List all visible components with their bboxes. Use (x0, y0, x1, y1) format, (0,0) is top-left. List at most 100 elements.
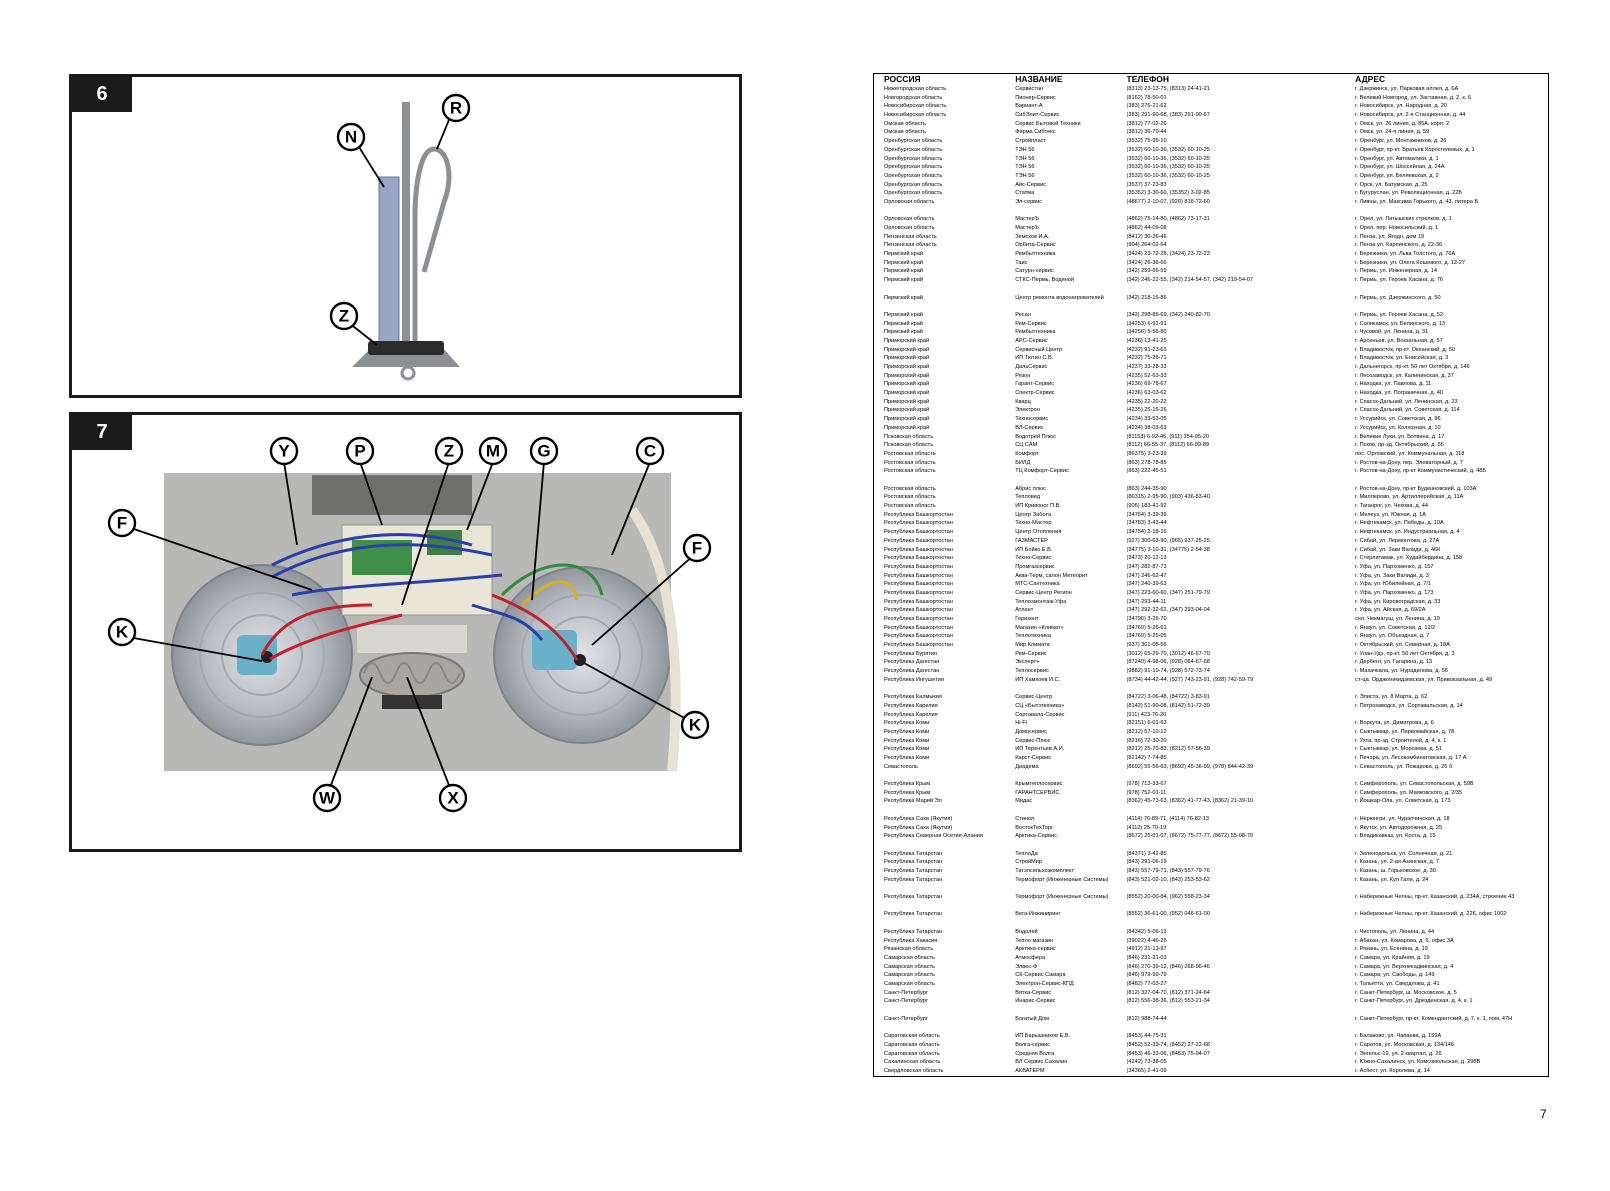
phone-cell: (3424) 23-72-28, (3424) 23-72-23 (1126, 251, 1210, 258)
callout-N: N (336, 122, 366, 152)
phone-cell: (8692) 55-56-63, (8692) 45-36-99, (978) … (1126, 763, 1254, 770)
region-cell: Приморский край (884, 416, 930, 423)
name-cell: Орбита-Сервис (1015, 242, 1056, 249)
region-cell: Оренбургская область (884, 138, 943, 145)
name-cell: Атмосфера (1015, 954, 1046, 961)
region-cell: Пермский край (884, 251, 923, 258)
svg-text:W: W (319, 789, 336, 808)
address-cell: г. Чистополь, ул. Ленина, д. 44 (1355, 928, 1435, 935)
phone-cell: (3473) 20-12-13 (1126, 555, 1167, 562)
water-heater-wiring-photo: Y P Z M G C F F K K W X (107, 436, 712, 813)
phone-cell: (937) 361-05-56 (1126, 642, 1167, 649)
region-cell: Оренбургская область (884, 155, 943, 162)
address-cell: г. Уфа, ул. Пархоменко, д. 173 (1355, 589, 1434, 596)
phone-cell: (3532) 60-10-36, (3532) 60-10-25 (1126, 155, 1210, 162)
svg-text:F: F (117, 514, 127, 533)
table-row: Свердловская областьЦентр Мастер(34363) … (884, 1076, 1544, 1077)
figure-number: 6 (72, 77, 132, 112)
region-cell: Омская область (884, 120, 926, 127)
name-cell: Спектр-Сервис (1015, 390, 1055, 397)
region-cell: Оренбургская область (884, 190, 943, 197)
region-cell: Ростовская область (884, 485, 936, 492)
power-cable (627, 507, 681, 772)
callout-P: P (345, 436, 375, 466)
region-cell: Республика Северная Осетия-Алания (884, 833, 983, 840)
region-cell: Республика Саха (Якутия) (884, 824, 953, 831)
figure-6: 6 N R Z (69, 74, 742, 398)
address-cell: г. Омск, ул. 24-я линия, д. 59 (1355, 129, 1430, 136)
name-cell: ТЭН 56 (1015, 164, 1035, 171)
name-cell: СТКС-Пермь, Водяной (1015, 277, 1075, 284)
name-cell: АРС-Сервис (1015, 337, 1048, 344)
phone-cell: (904) 264-02-64 (1126, 242, 1167, 249)
region-cell: Республика Татарстан (884, 850, 943, 857)
region-cell: Приморский край (884, 337, 930, 344)
figure-7: 7 (69, 412, 742, 852)
phone-cell: (8362) 45-73-63, (8362) 41-77-43, (8362)… (1126, 798, 1254, 805)
address-cell: г. Петрозаводск, ул. Сортавальская, д. 1… (1355, 702, 1463, 709)
phone-cell: (34365) 2-41-09 (1126, 1067, 1167, 1074)
region-cell: Республика Татарстан (884, 859, 943, 866)
phone-cell: (34796) 3-26-70 (1126, 616, 1167, 622)
phone-cell: (978) 713-33-67 (1126, 781, 1167, 788)
heater-loop (412, 146, 452, 347)
svg-text:F: F (692, 539, 702, 558)
phone-cell: (34775) 3-10-31, (34775) 2-54-38 (1126, 546, 1210, 553)
region-cell: Республика Крым (884, 789, 931, 796)
region-cell: Санкт-Петербург (884, 989, 928, 996)
phone-cell: (8734) 44-42-44, (927) 743-23-91, (928) … (1126, 676, 1254, 683)
region-cell: Приморский край (884, 381, 930, 388)
address-cell: г. Санкт-Петербург, ул. Дрезденская, д. … (1355, 998, 1473, 1005)
region-cell: Нижегородская область (884, 86, 947, 92)
name-cell: Инарис-Сервис (1015, 998, 1056, 1005)
phone-cell: (48677) 2-10-07, (920) 818-72-60 (1126, 198, 1210, 205)
region-cell: Республика Татарстан (884, 868, 943, 874)
region-cell: Республика Коми (884, 728, 930, 735)
name-cell: ТЦ Комфорт-Сервис (1015, 468, 1069, 475)
region-cell: Самарская область (884, 972, 936, 979)
phone-cell: (3424) 26-36-66 (1126, 259, 1167, 266)
name-cell: Волга-сервис (1015, 1041, 1050, 1048)
region-cell: Оренбургская область (884, 172, 943, 179)
address-cell: г. Набережные Челны, пр-кт. Казанский, д… (1355, 911, 1507, 918)
phone-cell: (911) 423-76-20 (1126, 711, 1167, 718)
name-cell: БИЛД (1015, 459, 1031, 466)
svg-text:N: N (345, 128, 357, 147)
region-cell: Республика Башкортостан (884, 607, 953, 614)
region-cell: Республика Башкортостан (884, 589, 953, 596)
callout-C: C (635, 436, 665, 466)
phone-cell: (812) 988-74-44 (1126, 1015, 1167, 1022)
phone-cell: (3532) 75-95-10 (1126, 138, 1167, 145)
name-cell: ГАЗМАСТЕР (1015, 537, 1048, 544)
address-cell: г. Оренбург, ул. Шоссейная, д. 24А (1355, 164, 1445, 171)
phone-cell: (8552) 20-00-84, (962) 558-23-34 (1126, 894, 1210, 901)
phone-cell: (342) 259-66-59 (1126, 268, 1167, 275)
rod (402, 102, 410, 352)
name-cell: Крымтеплосервис (1015, 781, 1063, 788)
address-cell: г. Симферополь, ул. Маяковского, д. 2/35 (1355, 789, 1463, 796)
